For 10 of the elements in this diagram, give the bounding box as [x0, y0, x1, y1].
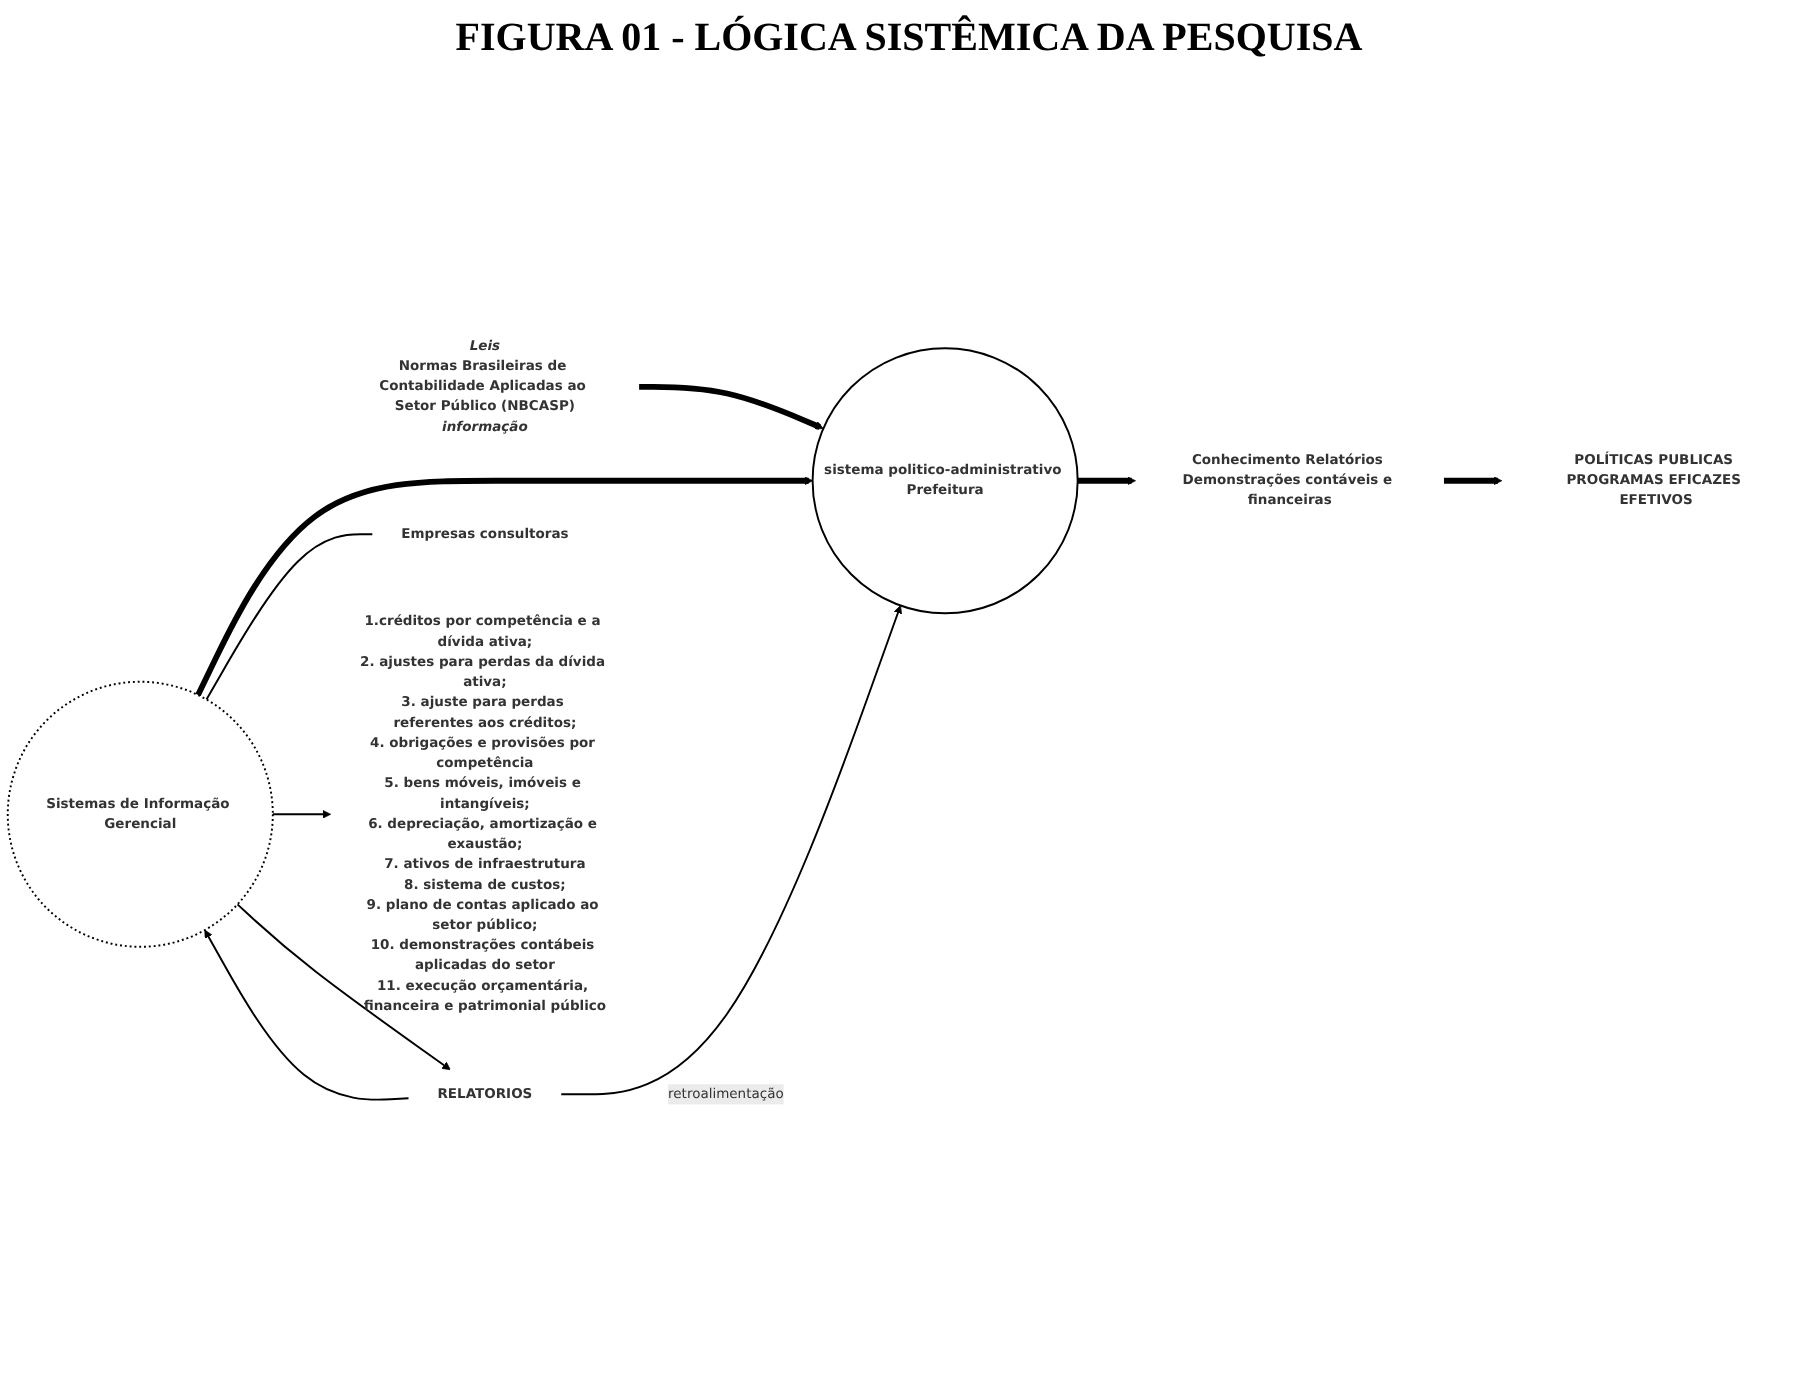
- arrow: [639, 383, 824, 430]
- arrow: [1443, 476, 1503, 485]
- arrow: [195, 476, 813, 696]
- arrow: [236, 903, 451, 1070]
- arrow: [1077, 476, 1136, 485]
- connector: [205, 533, 374, 701]
- arrow: [204, 929, 410, 1101]
- diagram-title: FIGURA 01 - LÓGICA SISTÊMICA DA PESQUISA: [453, 16, 1365, 62]
- arrow: [271, 809, 332, 819]
- arrow: [560, 604, 902, 1095]
